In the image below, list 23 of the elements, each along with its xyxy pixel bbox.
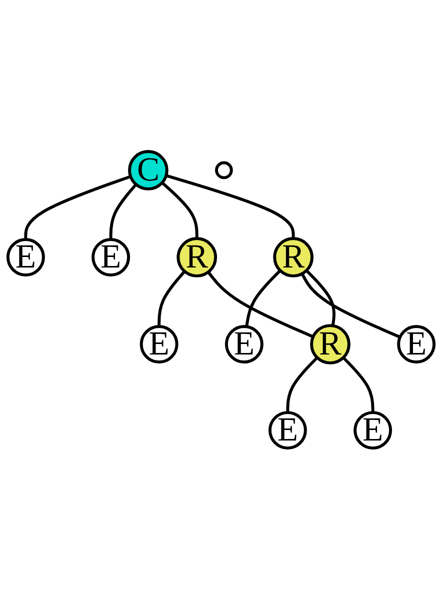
- connector: [158, 270, 186, 327]
- node-circle: E: [268, 411, 307, 450]
- node-circle: E: [224, 325, 264, 364]
- connector: [305, 270, 336, 326]
- node-circle: R: [273, 237, 314, 278]
- node-circle: E: [6, 238, 45, 277]
- connector: [245, 270, 282, 328]
- connector: [300, 273, 401, 339]
- connector: [286, 356, 318, 413]
- connector: [161, 182, 198, 239]
- node-circle: E: [140, 325, 178, 364]
- node-circle: E: [397, 325, 436, 364]
- node-circle: C: [128, 150, 168, 191]
- connector: [109, 184, 138, 240]
- connector: [24, 175, 132, 240]
- connector: [207, 271, 314, 338]
- connector: [166, 174, 295, 239]
- node-circle: E: [354, 411, 392, 450]
- node-circle: R: [310, 324, 350, 365]
- connector: [342, 356, 374, 413]
- node-circle: [215, 162, 233, 180]
- node-circle: R: [176, 237, 218, 278]
- node-circle: E: [92, 238, 130, 277]
